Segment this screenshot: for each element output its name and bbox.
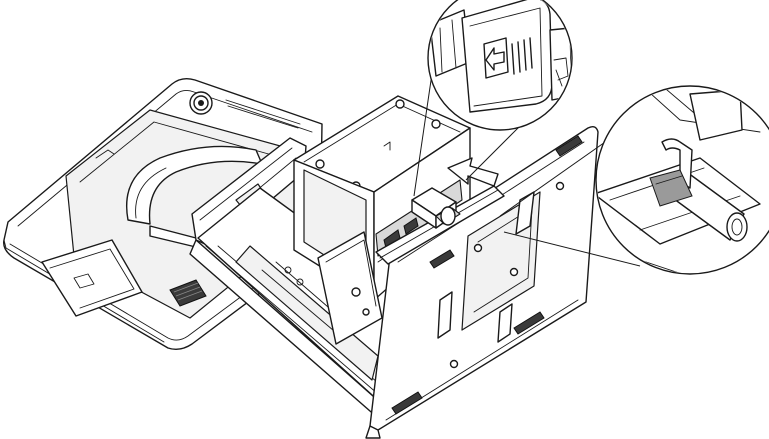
connector-detail-callout: [428, 0, 572, 130]
rotation-knob: [190, 92, 212, 114]
clip-detail-callout: [594, 84, 769, 280]
connector-arrow-symbol: [484, 38, 508, 78]
